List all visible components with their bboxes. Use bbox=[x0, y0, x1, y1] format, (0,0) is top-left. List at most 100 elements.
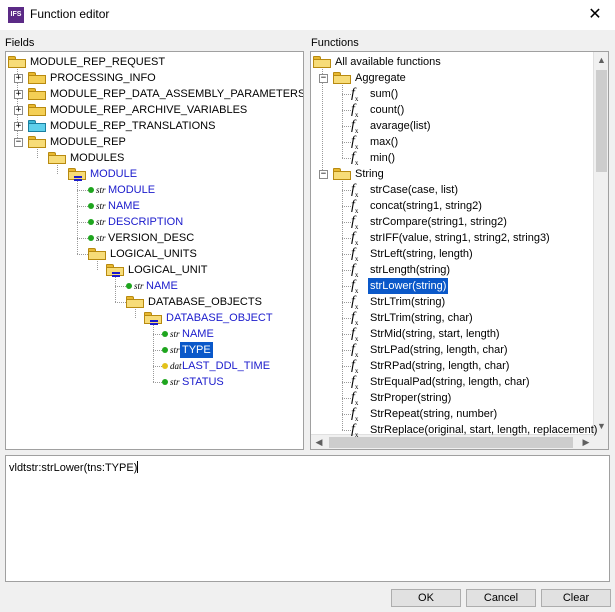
field-row[interactable]: LOGICAL_UNIT bbox=[6, 262, 303, 278]
function-label: count() bbox=[370, 104, 405, 116]
tree-connector bbox=[342, 238, 351, 239]
function-row[interactable]: −Aggregate bbox=[311, 70, 594, 86]
scroll-thumb[interactable] bbox=[596, 70, 607, 172]
tree-connector bbox=[77, 190, 88, 191]
scroll-up-arrow-icon[interactable]: ▲ bbox=[597, 55, 606, 65]
field-row[interactable]: +MODULE_REP_DATA_ASSEMBLY_PARAMETERS bbox=[6, 86, 303, 102]
clear-button[interactable]: Clear bbox=[541, 589, 611, 607]
field-row[interactable]: MODULE_REP_REQUEST bbox=[6, 54, 303, 70]
functions-label: Functions bbox=[311, 37, 359, 49]
scroll-thumb[interactable] bbox=[329, 437, 573, 448]
function-label: strCompare(string1, string2) bbox=[370, 216, 507, 228]
function-label: StrReplace(original, start, length, repl… bbox=[370, 424, 598, 436]
tree-connector bbox=[153, 350, 162, 351]
expand-icon[interactable]: + bbox=[14, 89, 23, 99]
function-icon: fx bbox=[351, 86, 359, 103]
collapse-icon[interactable]: − bbox=[319, 73, 328, 83]
tree-connector bbox=[322, 62, 323, 174]
function-label: StrLPad(string, length, char) bbox=[370, 344, 508, 356]
close-icon[interactable]: ✕ bbox=[588, 4, 602, 23]
collapse-icon[interactable]: − bbox=[14, 137, 23, 147]
function-row[interactable]: fx strCompare(string1, string2) bbox=[311, 214, 594, 231]
scroll-right-arrow-icon[interactable]: ▶ bbox=[582, 437, 590, 447]
scroll-left-arrow-icon[interactable]: ◀ bbox=[315, 437, 323, 447]
scroll-down-arrow-icon[interactable]: ▼ bbox=[597, 421, 606, 431]
field-label: MODULE bbox=[108, 184, 156, 196]
function-icon: fx bbox=[351, 214, 359, 231]
tree-connector bbox=[342, 270, 351, 271]
tree-connector bbox=[342, 142, 351, 143]
functions-horizontal-scrollbar[interactable]: ◀ ▶ bbox=[311, 434, 594, 449]
field-row[interactable]: −MODULE_REP bbox=[6, 134, 303, 150]
function-row[interactable]: −String bbox=[311, 166, 594, 182]
functions-tree[interactable]: ▲ ▼ ◀ ▶ All available functions−Aggregat… bbox=[310, 51, 609, 450]
tree-connector bbox=[153, 366, 162, 367]
function-icon: fx bbox=[351, 262, 359, 279]
field-row[interactable]: MODULES bbox=[6, 150, 303, 166]
expand-icon[interactable]: + bbox=[14, 121, 23, 131]
tree-connector bbox=[77, 206, 88, 207]
tree-connector bbox=[37, 142, 38, 158]
tree-connector bbox=[77, 254, 88, 255]
fields-tree[interactable]: MODULE_REP_REQUEST+PROCESSING_INFO+MODUL… bbox=[5, 51, 304, 450]
field-row[interactable]: MODULE bbox=[6, 166, 303, 182]
expand-icon[interactable]: + bbox=[14, 73, 23, 83]
string-attribute-icon: str bbox=[162, 374, 180, 390]
tree-connector bbox=[115, 286, 126, 287]
ok-button[interactable]: OK bbox=[391, 589, 461, 607]
tree-connector bbox=[342, 302, 351, 303]
tree-connector bbox=[342, 206, 351, 207]
field-row[interactable]: +MODULE_REP_TRANSLATIONS bbox=[6, 118, 303, 134]
field-row[interactable]: +PROCESSING_INFO bbox=[6, 70, 303, 86]
tree-connector bbox=[342, 222, 351, 223]
tree-connector bbox=[342, 414, 351, 415]
field-row[interactable]: LOGICAL_UNITS bbox=[6, 246, 303, 262]
title-bar: IFS Function editor ✕ bbox=[0, 0, 615, 30]
field-row[interactable]: DATABASE_OBJECTS bbox=[6, 294, 303, 310]
string-attribute-icon: str bbox=[126, 278, 144, 294]
expand-icon[interactable]: + bbox=[14, 105, 23, 115]
date-attribute-icon: dat bbox=[162, 358, 182, 374]
folder-open-icon bbox=[8, 56, 26, 68]
fields-label: Fields bbox=[5, 37, 35, 49]
function-row[interactable]: All available functions bbox=[311, 54, 594, 70]
cancel-button[interactable]: Cancel bbox=[466, 589, 536, 607]
expression-editor[interactable]: vldtstr:strLower(tns:TYPE) bbox=[5, 455, 610, 582]
tree-connector bbox=[342, 190, 351, 191]
function-icon: fx bbox=[351, 326, 359, 343]
field-row[interactable]: +MODULE_REP_ARCHIVE_VARIABLES bbox=[6, 102, 303, 118]
field-label: LAST_DDL_TIME bbox=[182, 360, 271, 372]
functions-vertical-scrollbar[interactable]: ▲ ▼ bbox=[593, 52, 608, 434]
field-row[interactable]: DATABASE_OBJECT bbox=[6, 310, 303, 326]
collapse-icon[interactable]: − bbox=[319, 169, 328, 179]
